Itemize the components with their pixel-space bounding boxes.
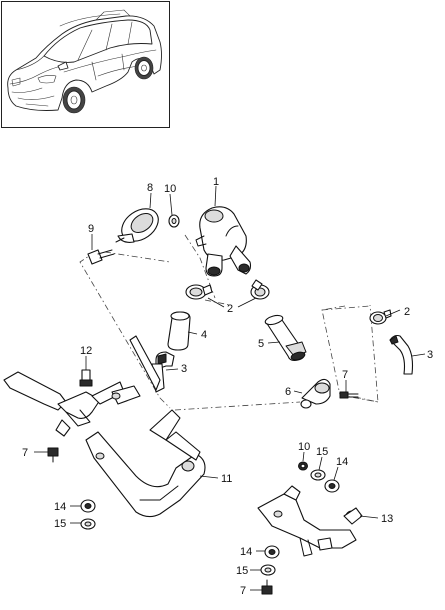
callout-3-right: 3: [427, 349, 433, 361]
callout-14-left: 14: [54, 501, 66, 513]
part-9-bolt: [87, 249, 115, 265]
callout-8: 8: [147, 182, 153, 194]
callout-1: 1: [213, 176, 219, 188]
callout-15-right: 15: [316, 446, 328, 458]
left-bracket: [3, 335, 161, 437]
callout-3-left: 3: [181, 363, 187, 375]
callout-labels: 1 2 2 3 3 4 5 6 7 7 7 8 9 10 10 11 12 13…: [22, 176, 433, 597]
callout-2-right: 2: [404, 306, 410, 318]
callout-7-right: 7: [342, 369, 348, 381]
callout-6: 6: [285, 386, 291, 398]
part-4-sleeve: [167, 311, 191, 351]
callout-10-right: 10: [298, 441, 310, 453]
callout-14-bottom: 14: [240, 546, 252, 558]
part-3-bent-pipe-right: [389, 334, 414, 375]
callout-11: 11: [221, 473, 232, 485]
part-14-nut-right: [324, 479, 340, 493]
part-8-mount: [115, 208, 159, 243]
part-12-stud: [79, 369, 93, 387]
callout-14-right: 14: [336, 456, 348, 468]
part-10-nut-top: [168, 214, 180, 228]
callout-10-top: 10: [164, 183, 176, 195]
leader-lines: [34, 185, 426, 591]
part-7-bolt-bottom: [261, 579, 273, 595]
part-2-clamp-middle: [250, 279, 270, 300]
part-14-nut-left: [80, 499, 96, 513]
part-10-nut-right: [298, 461, 308, 471]
vehicle-thumbnail: [1, 1, 170, 128]
part-14-nut-bottom: [264, 545, 280, 559]
suv-illustration: [7, 9, 162, 114]
part-2-clamp-left: [185, 284, 213, 300]
callout-7-left: 7: [22, 447, 28, 459]
callout-15-left: 15: [54, 518, 66, 530]
part-1-pump: [195, 206, 252, 277]
callout-4: 4: [201, 329, 207, 341]
callout-9: 9: [88, 223, 94, 235]
part-7-bolt-right: [339, 391, 359, 399]
callout-12: 12: [80, 345, 92, 357]
part-7-bolt-left: [47, 447, 59, 463]
callout-5: 5: [258, 338, 264, 350]
part-15-washer-left: [80, 518, 96, 530]
part-11-bracket: [85, 409, 206, 518]
part-6-grommet-bracket: [300, 378, 331, 409]
callout-15-bottom: 15: [236, 565, 248, 577]
part-5-sleeve: [264, 314, 307, 362]
callout-7-bottom: 7: [240, 585, 246, 597]
callout-2-left: 2: [227, 303, 233, 315]
part-15-washer-bottom: [260, 564, 276, 576]
assembly-lines: [79, 234, 379, 411]
part-13-bracket: [257, 485, 363, 557]
part-2-clamp-right: [369, 309, 392, 325]
part-15-washer-right: [310, 469, 326, 481]
callout-13: 13: [381, 513, 393, 525]
